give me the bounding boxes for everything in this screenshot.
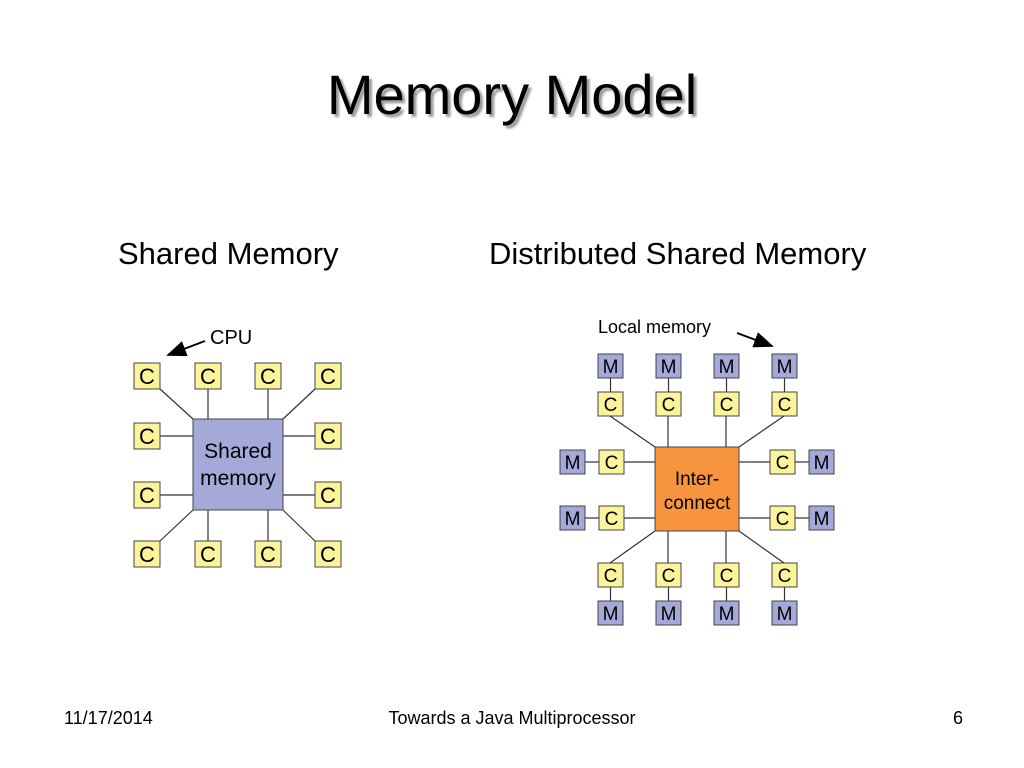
interconnect-link-line (738, 530, 785, 564)
cpu-node-label: C (260, 542, 276, 567)
memory-node: M (655, 353, 682, 379)
memory-node: M (559, 505, 586, 531)
cpu-node: C (194, 540, 222, 568)
memory-node-label: M (719, 604, 735, 625)
interconnect-link-line (738, 415, 785, 448)
memory-node-label: M (777, 357, 793, 378)
interconnect-link-line (609, 530, 656, 564)
memory-node-label: M (777, 604, 793, 625)
memory-node: M (771, 600, 798, 626)
cpu-node: C (133, 481, 161, 509)
cpu-node: C (713, 562, 740, 588)
memory-node-label: M (603, 604, 619, 625)
cpu-node-label: C (200, 364, 216, 389)
cpu-node-label: C (320, 424, 336, 449)
cpu-node-label: C (139, 364, 155, 389)
memory-node-label: M (661, 357, 677, 378)
cpu-callout-arrow (166, 340, 206, 357)
shared-memory-block (192, 418, 284, 511)
cpu-node: C (133, 362, 161, 390)
cpu-node-label: C (605, 453, 619, 474)
cpu-node: C (769, 505, 796, 531)
cpu-node-label: C (776, 509, 790, 530)
memory-node-label: M (565, 453, 581, 474)
memory-node: M (597, 600, 624, 626)
shared-connector-line (159, 388, 194, 420)
cpu-node-label: C (139, 483, 155, 508)
interconnect-label-line2: connect (664, 493, 731, 514)
footer-title: Towards a Java Multiprocessor (388, 708, 636, 728)
cpu-node: C (769, 449, 796, 475)
cpu-node-label: C (320, 483, 336, 508)
cpu-node: C (713, 391, 740, 417)
memory-node: M (713, 353, 740, 379)
cpu-node-label: C (320, 542, 336, 567)
cpu-node: C (771, 391, 798, 417)
local-memory-callout-arrow (736, 332, 774, 348)
cpu-node: C (254, 362, 282, 390)
cpu-node-label: C (200, 542, 216, 567)
cpu-node-label: C (320, 364, 336, 389)
cpu-node-label: C (139, 542, 155, 567)
cpu-node: C (133, 540, 161, 568)
cpu-node: C (771, 562, 798, 588)
cpu-node-label: C (604, 566, 618, 587)
cpu-node: C (597, 391, 624, 417)
memory-node-label: M (814, 509, 830, 530)
memory-node: M (771, 353, 798, 379)
memory-node: M (808, 449, 835, 475)
cpu-node: C (194, 362, 222, 390)
slide-title: Memory Model (326, 63, 698, 126)
cpu-node: C (314, 481, 342, 509)
slide-number: 6 (953, 708, 964, 728)
cpu-node: C (314, 540, 342, 568)
cpu-node-label: C (776, 453, 790, 474)
cpu-node: C (314, 362, 342, 390)
interconnect-block (654, 446, 740, 532)
cpu-node: C (598, 505, 625, 531)
shared-connector-line (159, 509, 194, 542)
cpu-node-label: C (720, 395, 734, 416)
shared-connector-line (282, 509, 316, 542)
cpu-node: C (655, 391, 682, 417)
cpu-node-label: C (260, 364, 276, 389)
memory-node-label: M (719, 357, 735, 378)
cpu-node-label: C (605, 509, 619, 530)
distributed-memory-heading: Distributed Shared Memory (489, 236, 867, 271)
cpu-node: C (314, 422, 342, 450)
memory-node-label: M (565, 509, 581, 530)
cpu-node: C (598, 449, 625, 475)
cpu-node-label: C (662, 395, 676, 416)
memory-node-label: M (603, 357, 619, 378)
memory-node: M (559, 449, 586, 475)
shared-memory-label-line2: memory (200, 467, 276, 490)
memory-node: M (597, 353, 624, 379)
cpu-node-label: C (662, 566, 676, 587)
memory-node: M (713, 600, 740, 626)
interconnect-label-line1: Inter- (675, 469, 719, 490)
interconnect-link-line (609, 415, 656, 448)
cpu-node-label: C (778, 395, 792, 416)
cpu-node: C (597, 562, 624, 588)
cpu-node: C (254, 540, 282, 568)
cpu-node-label: C (604, 395, 618, 416)
memory-node: M (808, 505, 835, 531)
cpu-node: C (655, 562, 682, 588)
memory-node-label: M (814, 453, 830, 474)
cpu-node-label: C (139, 424, 155, 449)
local-memory-callout-label: Local memory (598, 317, 711, 337)
memory-node: M (655, 600, 682, 626)
footer-date: 11/17/2014 (64, 708, 153, 728)
cpu-node: C (133, 422, 161, 450)
shared-memory-label-line1: Shared (204, 440, 272, 463)
shared-connector-line (282, 388, 316, 420)
cpu-callout-label: CPU (210, 327, 252, 349)
cpu-node-label: C (778, 566, 792, 587)
shared-memory-heading: Shared Memory (118, 236, 339, 271)
memory-node-label: M (661, 604, 677, 625)
cpu-node-label: C (720, 566, 734, 587)
